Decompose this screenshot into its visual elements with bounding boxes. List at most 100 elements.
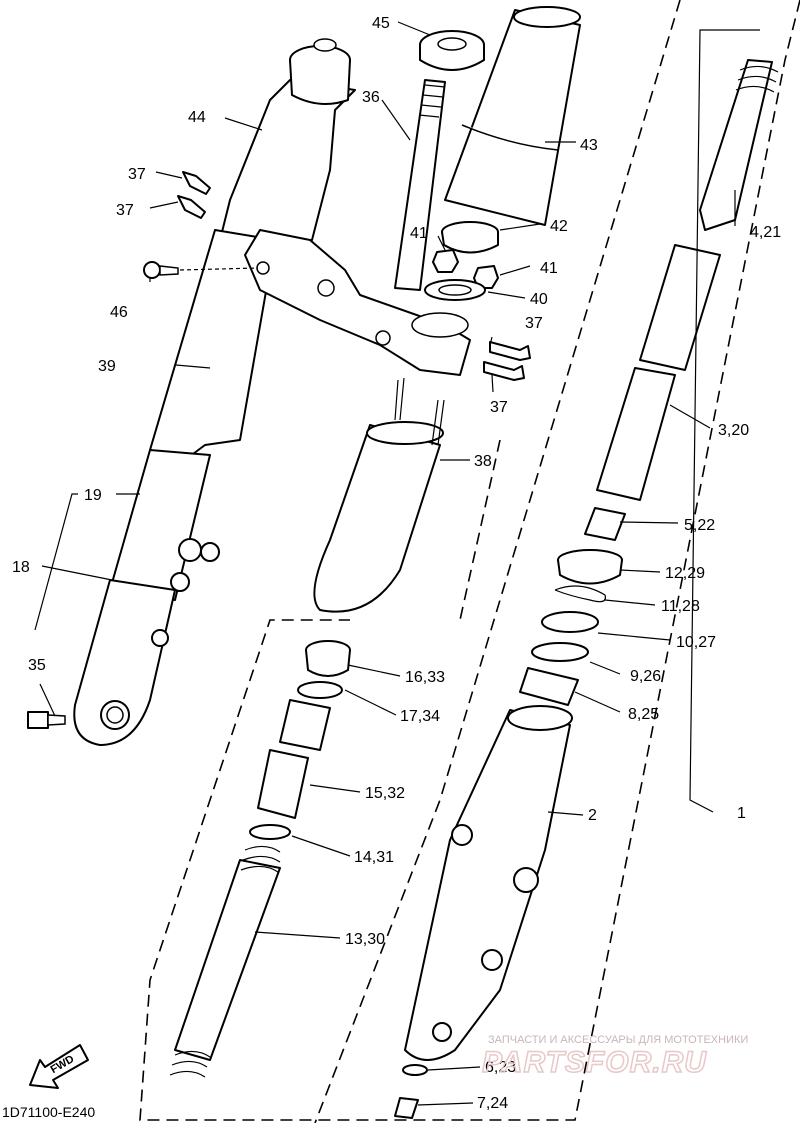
part-18-caliper-boss-4: [151, 629, 169, 647]
part-38-studs: [394, 377, 445, 446]
callout-35: 35: [28, 657, 46, 674]
triple-clamp-hole-3: [256, 261, 270, 275]
part-2-boss-1: [451, 824, 473, 846]
part-3-rod-upper: [639, 244, 721, 371]
part-2-boss-3: [481, 949, 503, 971]
part-18-slider: [73, 579, 176, 746]
callout-39: 39: [98, 358, 116, 375]
callout-14-31: 14,31: [354, 849, 394, 866]
triple-clamp-center: [411, 312, 469, 338]
part-16-plug-body: [305, 649, 351, 677]
callout-37-d: 37: [490, 399, 508, 416]
callout-15-32: 15,32: [365, 785, 405, 802]
part-18-caliper-boss-2: [200, 542, 220, 562]
callout-37-b: 37: [116, 202, 134, 219]
part-2-outer-tube: [404, 709, 571, 1061]
callout-3-20: 3,20: [718, 422, 749, 439]
callout-40: 40: [530, 291, 548, 308]
callout-18: 18: [12, 559, 30, 576]
part-5-seat: [584, 507, 626, 541]
callout-1: 1: [737, 805, 746, 822]
leader-lines: [34, 21, 760, 1106]
callout-7-24: 7,24: [477, 1095, 508, 1112]
part-triple-clamp: [244, 229, 471, 376]
part-44-cap-side: [289, 59, 351, 105]
part-35-bolt: [27, 711, 49, 729]
diagram-code: 1D71100-E240: [2, 1104, 95, 1120]
part-36-steering-stem: [394, 79, 446, 291]
part-37-bolt-d: [483, 361, 525, 381]
callout-19: 19: [84, 487, 102, 504]
callout-9-26: 9,26: [630, 668, 661, 685]
part-12-side: [557, 559, 623, 585]
part-18-caliper-boss-3: [170, 572, 190, 592]
part-15-spacer-a: [279, 699, 331, 751]
triple-clamp-hole-1: [317, 279, 335, 297]
callout-17-34: 17,34: [400, 708, 440, 725]
group-boundary-tube: [459, 439, 501, 621]
part-43-band: [461, 124, 559, 151]
part-42-side: [441, 231, 499, 254]
watermark-logo: PARTSFOR.RU: [482, 1046, 707, 1079]
part-13-spring-coils-bottom: [169, 1050, 211, 1078]
part-46-bolt-head: [143, 261, 161, 279]
callout-36: 36: [362, 89, 380, 106]
part-38-lower-cover: [313, 424, 441, 613]
callout-6-23: 6,23: [485, 1059, 516, 1076]
callout-16-33: 16,33: [405, 669, 445, 686]
part-18-caliper-boss-1: [178, 538, 202, 562]
callout-37-a: 37: [128, 166, 146, 183]
callout-10-27: 10,27: [676, 634, 716, 651]
part-46-bolt-shank: [159, 265, 179, 276]
part-13-spring-coils-top: [240, 845, 281, 873]
callout-5-22: 5,22: [684, 517, 715, 534]
part-2-boss-4: [432, 1022, 452, 1042]
part-40-washer-hole: [438, 284, 472, 296]
part-7-bolt: [394, 1097, 419, 1119]
callout-4-21: 4,21: [750, 224, 781, 241]
part-38-top: [366, 421, 444, 445]
part-15-spacer-b: [257, 749, 309, 819]
callout-38: 38: [474, 453, 492, 470]
callout-13-30: 13,30: [345, 931, 385, 948]
part-3-rod-lower: [596, 367, 676, 501]
group-boundary-right: [139, 0, 800, 1121]
callout-41-b: 41: [540, 260, 558, 277]
part-4-spring: [735, 65, 779, 93]
callout-8-25: 8,25: [628, 706, 659, 723]
callout-44: 44: [188, 109, 206, 126]
callout-43: 43: [580, 137, 598, 154]
callout-46: 46: [110, 304, 128, 321]
part-46-leader-dash: [179, 267, 259, 271]
part-10-washer: [541, 611, 599, 633]
part-2-boss-2: [513, 867, 539, 893]
part-37-bolt-b: [177, 195, 206, 219]
part-2-top: [507, 705, 573, 731]
callout-42: 42: [550, 218, 568, 235]
part-4-rod: [699, 59, 773, 231]
part-18-axle-hole-inner: [106, 706, 124, 724]
part-11-snap-ring: [554, 585, 607, 603]
part-14-washer: [249, 824, 291, 840]
callout-41-a: 41: [410, 225, 428, 242]
part-8-seal: [519, 667, 579, 706]
part-37-bolt-c: [489, 341, 531, 361]
part-45-side: [419, 45, 485, 71]
callout-45: 45: [372, 15, 390, 32]
part-9-clip: [531, 642, 589, 662]
part-41-nut-b: [473, 265, 499, 289]
part-17-o-ring: [297, 681, 343, 699]
callout-12-29: 12,29: [665, 565, 705, 582]
part-43-top: [513, 6, 581, 28]
part-13-spring-tube: [174, 859, 281, 1061]
part-44-cap-bolt: [313, 38, 337, 52]
fwd-arrow-icon: FWD: [29, 1044, 89, 1089]
part-6-washer: [402, 1064, 428, 1076]
part-39-tube-lower: [109, 449, 211, 601]
part-45-hole: [437, 37, 467, 51]
part-41-nut-a: [432, 249, 459, 273]
part-36-threads: [418, 84, 446, 118]
triple-clamp-hole-2: [375, 330, 391, 346]
part-37-bolt-a: [182, 171, 211, 195]
